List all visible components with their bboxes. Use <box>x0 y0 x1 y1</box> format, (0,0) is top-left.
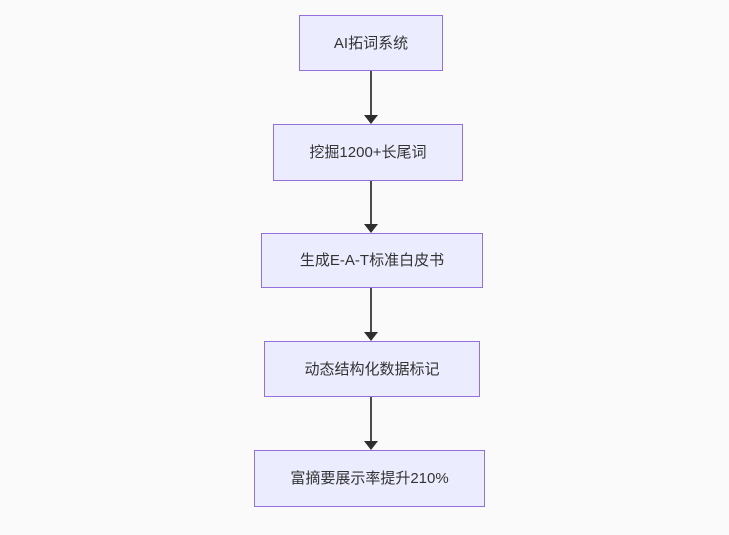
arrow-connector <box>363 397 378 450</box>
arrow-connector <box>363 71 378 124</box>
arrow-line <box>369 397 372 441</box>
arrow-line <box>369 181 372 224</box>
arrow-head-icon <box>363 332 378 341</box>
node-label: 富摘要展示率提升210% <box>290 470 449 487</box>
arrow-line <box>369 288 372 332</box>
node-label: 挖掘1200+长尾词 <box>309 144 427 161</box>
node-label: 生成E-A-T标准白皮书 <box>299 252 445 269</box>
flowchart-node-rich-snippet-rate: 富摘要展示率提升210% <box>254 450 485 507</box>
arrow-head-icon <box>363 115 378 124</box>
arrow-head-icon <box>363 441 378 450</box>
arrow-connector <box>363 181 378 233</box>
arrow-line <box>369 71 372 115</box>
arrow-head-icon <box>363 224 378 233</box>
arrow-connector <box>363 288 378 341</box>
flowchart-node-structured-data-markup: 动态结构化数据标记 <box>264 341 480 397</box>
flowchart-node-ai-keyword-system: AI拓词系统 <box>299 15 443 71</box>
node-label: AI拓词系统 <box>333 34 409 52</box>
node-label: 动态结构化数据标记 <box>304 360 440 378</box>
flowchart-node-eat-whitepaper: 生成E-A-T标准白皮书 <box>261 233 483 288</box>
flowchart-node-longtail-mining: 挖掘1200+长尾词 <box>273 124 463 181</box>
